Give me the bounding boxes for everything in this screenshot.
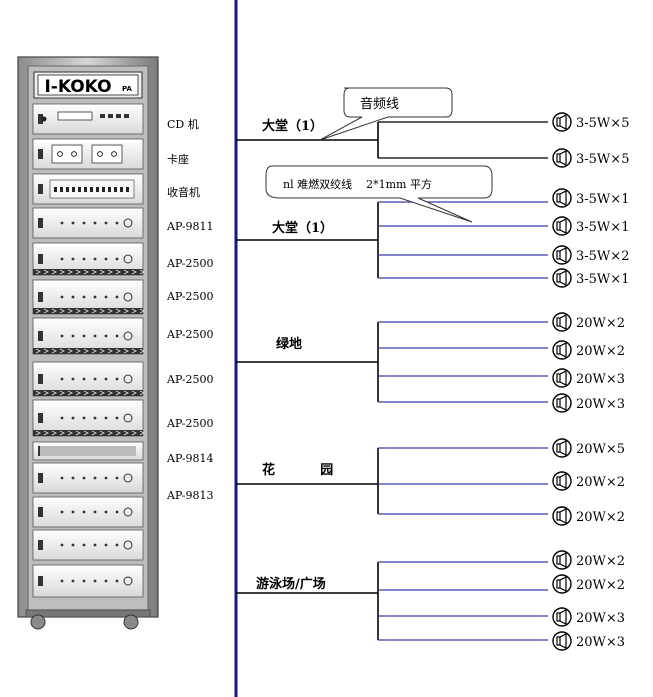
speaker-rating: 20W×2 xyxy=(576,554,625,569)
zone-label: 大堂（1） xyxy=(262,118,323,134)
rack-label: AP-9811 xyxy=(166,220,213,233)
zone-group: 大堂（1） 3-5W×5 3-5W×5 xyxy=(236,112,629,168)
rack-label: AP-2500 xyxy=(166,290,213,303)
rack-unit xyxy=(32,138,144,170)
speaker-icon xyxy=(552,216,572,236)
logo-suffix: PA xyxy=(122,85,132,93)
speaker-icon xyxy=(552,550,572,570)
caster-wheel-right xyxy=(123,614,139,630)
zone-label: 大堂（1） xyxy=(272,220,333,236)
speaker-icon xyxy=(552,471,572,491)
rack-unit xyxy=(32,462,144,494)
speaker-rating: 3-5W×5 xyxy=(576,116,629,131)
zone-wiring: 大堂（1） 3-5W×5 3-5W×5 大堂（1） 3-5W×1 3-5W×1 3-5W×2… xyxy=(236,112,629,651)
rack-labels: CD 机卡座收音机AP-9811AP-2500AP-2500AP-2500AP-… xyxy=(166,117,213,502)
speaker-icon xyxy=(552,188,572,208)
zone-label: 绿地 xyxy=(276,336,302,352)
speaker-icon xyxy=(552,312,572,332)
speaker-icon xyxy=(552,340,572,360)
speaker-rating: 3-5W×2 xyxy=(576,249,629,264)
rack-unit xyxy=(32,173,144,205)
rack-label: 卡座 xyxy=(167,152,189,166)
brand-logo: I-KOKO PA xyxy=(33,71,143,99)
rack-unit xyxy=(32,441,144,461)
speaker-rating: 3-5W×5 xyxy=(576,152,629,167)
rack-unit xyxy=(32,279,145,315)
speaker-rating: 20W×2 xyxy=(576,510,625,525)
speaker-rating: 3-5W×1 xyxy=(576,192,629,207)
speaker-rating: 20W×3 xyxy=(576,372,625,387)
callout-audio-cable: 音频线 xyxy=(319,87,453,141)
speaker-icon xyxy=(552,631,572,651)
speaker-rating: 20W×2 xyxy=(576,344,625,359)
speaker-rating: 20W×2 xyxy=(576,578,625,593)
speaker-rating: 20W×5 xyxy=(576,442,625,457)
speaker-icon xyxy=(552,245,572,265)
rack-label: AP-2500 xyxy=(166,328,213,341)
rack-label: AP-9814 xyxy=(166,452,213,465)
rack-label: AP-2500 xyxy=(166,257,213,270)
rack-label: AP-2500 xyxy=(166,417,213,430)
rack-units xyxy=(32,103,145,598)
rack-unit xyxy=(32,361,145,397)
zone-group: 花 园 20W×5 20W×2 20W×2 xyxy=(236,438,625,526)
speaker-rating: 3-5W×1 xyxy=(576,220,629,235)
speaker-icon xyxy=(552,393,572,413)
speaker-rating: 20W×2 xyxy=(576,475,625,490)
zone-label: 花 园 xyxy=(262,462,333,478)
speaker-icon xyxy=(552,148,572,168)
speaker-rating: 20W×2 xyxy=(576,316,625,331)
speaker-icon xyxy=(552,368,572,388)
rack-unit xyxy=(32,529,144,561)
zone-group: 绿地 20W×2 20W×2 20W×3 20W×3 xyxy=(236,312,625,413)
speaker-icon xyxy=(552,438,572,458)
logo-text: I-KOKO xyxy=(44,77,111,97)
rack-label: 收音机 xyxy=(167,185,200,199)
zone-group: 大堂（1） 3-5W×1 3-5W×1 3-5W×2 3-5W×1 xyxy=(236,188,629,288)
zone-group: 游泳场/广场 20W×2 20W×2 20W×3 20W×3 xyxy=(236,550,625,651)
speaker-icon xyxy=(552,607,572,627)
rack-unit xyxy=(32,242,145,276)
callout-twisted-pair-text: nl 难燃双绞线 2*1mm 平方 xyxy=(283,177,432,191)
speaker-rating: 20W×3 xyxy=(576,397,625,412)
equipment-rack: I-KOKO PA xyxy=(17,56,159,630)
speaker-rating: 20W×3 xyxy=(576,635,625,650)
speaker-icon xyxy=(552,506,572,526)
rack-label: CD 机 xyxy=(167,117,199,131)
caster-wheel-left xyxy=(30,614,46,630)
rack-unit xyxy=(32,103,144,135)
speaker-rating: 20W×3 xyxy=(576,611,625,626)
zone-label: 游泳场/广场 xyxy=(256,576,326,592)
speaker-icon xyxy=(552,268,572,288)
rack-unit xyxy=(32,207,144,239)
rack-unit xyxy=(32,317,145,355)
rack-label: AP-2500 xyxy=(166,373,213,386)
rack-unit xyxy=(32,564,144,598)
rack-unit xyxy=(32,496,144,528)
speaker-icon xyxy=(552,112,572,132)
speaker-icon xyxy=(552,574,572,594)
callout-twisted-pair: nl 难燃双绞线 2*1mm 平方 xyxy=(265,165,493,223)
rack-label: AP-9813 xyxy=(166,489,213,502)
rack-unit xyxy=(32,399,145,437)
callout-audio-text: 音频线 xyxy=(360,96,399,112)
speaker-rating: 3-5W×1 xyxy=(576,272,629,287)
